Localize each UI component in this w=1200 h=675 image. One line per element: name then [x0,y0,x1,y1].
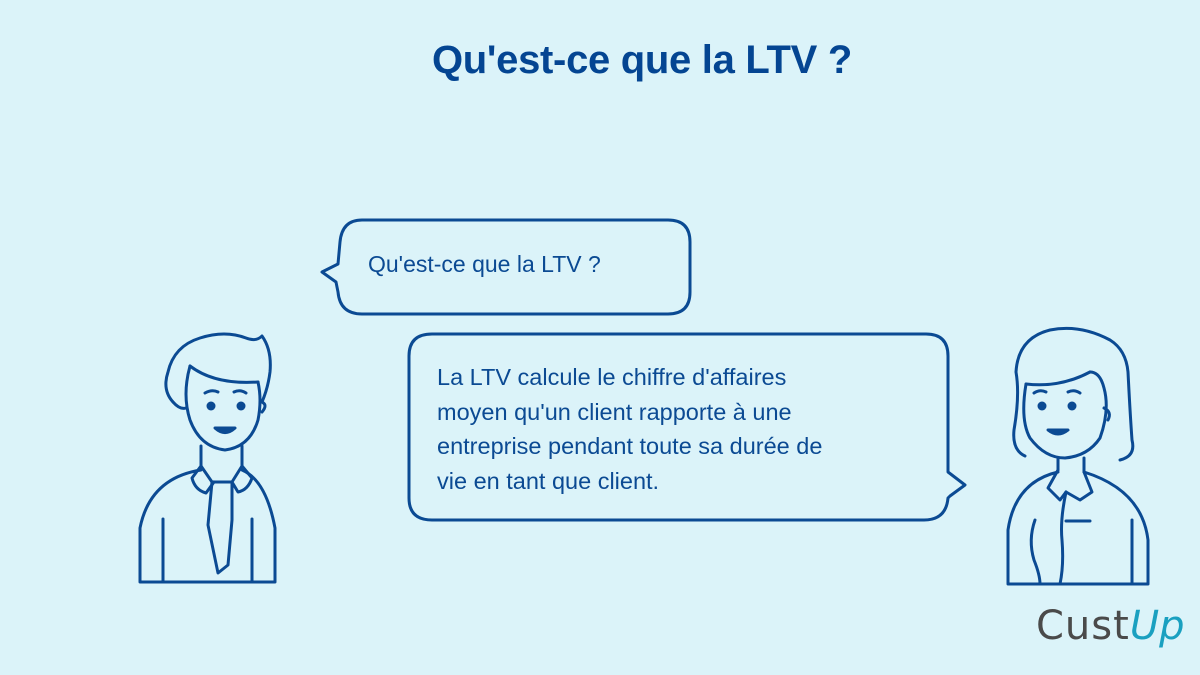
speech-bubble-answer [407,332,967,522]
logo-up: Up [1129,603,1185,649]
answer-text: La LTV calcule le chiffre d'affaires moy… [437,360,937,498]
answer-line: moyen qu'un client rapporte à une [437,398,792,425]
answer-line: La LTV calcule le chiffre d'affaires [437,364,787,390]
logo-cust: Cust [1036,603,1130,649]
woman-icon [1006,326,1150,586]
man-with-tie-icon [138,332,277,584]
custup-logo: CustUp [1036,603,1184,649]
page-title: Qu'est-ce que la LTV ? [431,38,853,82]
answer-line: vie en tant que client. [437,467,660,494]
question-text: Qu'est-ce que la LTV ? [368,251,601,277]
answer-line: entreprise pendant toute sa durée de [437,433,823,459]
speech-bubble-question [320,218,692,316]
